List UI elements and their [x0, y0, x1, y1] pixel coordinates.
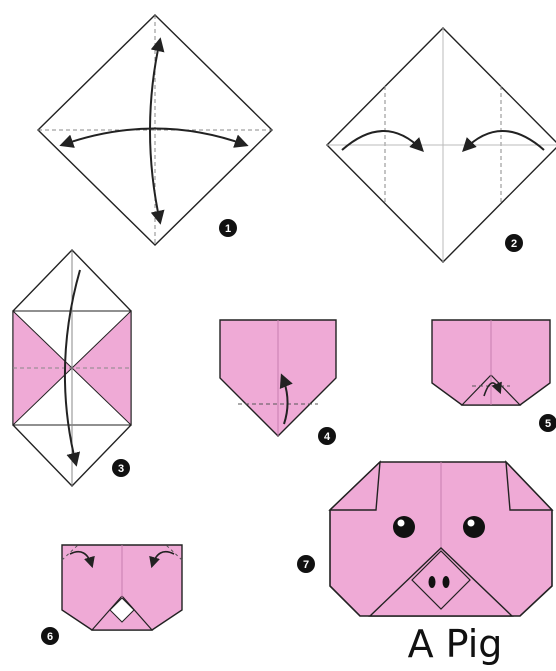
step-4-diagram: 4: [220, 320, 336, 445]
step-2-diagram: 2: [327, 28, 556, 262]
pig-right-eye: [463, 516, 485, 538]
step-4-number: 4: [324, 431, 331, 443]
step-1-number: 1: [225, 223, 231, 235]
pig-left-eye-shine: [398, 520, 405, 527]
pig-left-eye: [393, 516, 415, 538]
step-6-diagram: 6: [41, 545, 182, 645]
step-1-diagram: 1: [38, 15, 272, 245]
pig-right-eye-shine: [468, 520, 475, 527]
step-5-number: 5: [545, 418, 551, 430]
pig-left-ear: [330, 462, 380, 510]
pig-left-nostril: [429, 576, 436, 588]
step-7-number: 7: [303, 559, 309, 571]
title-caption: A Pig: [360, 622, 550, 666]
step-2-number: 2: [511, 238, 517, 250]
pig-right-ear: [506, 462, 552, 510]
step-5-diagram: 5: [432, 320, 556, 432]
pig-right-nostril: [443, 576, 450, 588]
step-3-number: 3: [118, 463, 124, 475]
step-3-diagram: 3: [13, 250, 131, 486]
step-6-number: 6: [47, 631, 53, 643]
step-7-diagram: 7: [297, 462, 552, 616]
